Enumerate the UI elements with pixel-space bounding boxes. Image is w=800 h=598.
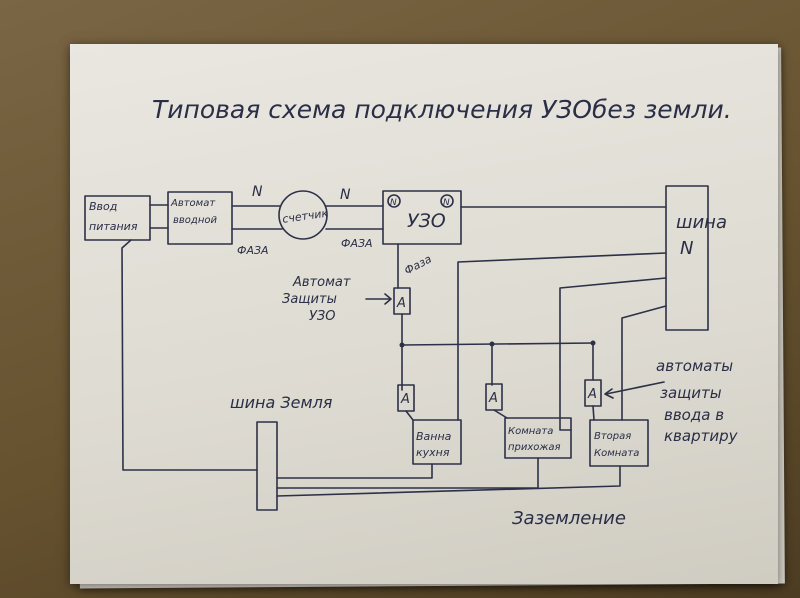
- rcd-n-right: N: [443, 198, 450, 208]
- bus-n-box: [665, 185, 709, 331]
- wire-ground-load-2: [276, 457, 539, 489]
- wire-bus-n-load-2: [559, 277, 667, 431]
- label-n-1: N: [252, 184, 263, 200]
- input-power-box: [84, 195, 151, 241]
- group-protection-label-2: защиты: [660, 384, 722, 402]
- rcd-n-left-circle: [387, 194, 401, 208]
- bus-n-label: шина: [676, 212, 727, 233]
- label-phase-1: ФАЗА: [237, 244, 269, 257]
- label-rcd-protection-1: Автомат: [292, 275, 351, 290]
- bus-n-label-2-line-1: N: [680, 238, 693, 259]
- rcd-n-left: N: [390, 198, 397, 208]
- load-2-label-2: прихожая: [508, 442, 561, 453]
- meter-circle: [278, 190, 328, 240]
- rcd-box: [382, 190, 462, 245]
- rcd-label: УЗО: [407, 210, 446, 232]
- arrow-group-protection: [605, 381, 665, 395]
- label-n-2: N: [340, 187, 351, 203]
- wire-ground-load-3: [276, 465, 621, 497]
- group-breaker-3-label: A: [587, 387, 597, 402]
- load-1-box: [412, 419, 462, 465]
- input-breaker-label-2-line-1: вводной: [173, 215, 217, 226]
- wire-ground-load-1: [276, 463, 433, 479]
- junction-dot-1: [399, 342, 405, 348]
- label-rcd-protection-3: УЗО: [309, 309, 336, 324]
- input-breaker-label: Автомат: [170, 198, 216, 209]
- arrow-group-protection-head: [604, 388, 614, 399]
- group-protection-label-1: автоматы: [656, 357, 733, 375]
- bus-ground-box: [256, 421, 278, 511]
- wire-breaker-2-load-2: [493, 409, 508, 419]
- bus-ground-label: шина Земля: [230, 393, 333, 412]
- load-3-box: [589, 419, 649, 467]
- load-3-label-1: Вторая: [594, 431, 631, 442]
- load-1-label-1: Ванна: [416, 430, 452, 443]
- load-3-label-2: Комната: [594, 448, 639, 459]
- wire-bus-n-load-3: [621, 305, 667, 421]
- input-power-label: Ввод: [89, 200, 117, 213]
- rcd-breaker-label: A: [396, 296, 406, 311]
- group-breaker-2-label: A: [488, 391, 498, 406]
- paper-sheet: [70, 44, 778, 584]
- label-phase-3: Фаза: [402, 252, 434, 277]
- group-protection-label-3: ввода в: [664, 406, 724, 424]
- group-breaker-1-label: A: [400, 392, 410, 407]
- meter-label: счетчик: [282, 207, 330, 226]
- label-rcd-protection-2: Защиты: [282, 292, 337, 307]
- grounding-label: Заземление: [512, 508, 626, 529]
- group-protection-label-4: квартиру: [664, 427, 739, 445]
- diagram-title: Типовая схема подключения УЗОбез земли.: [152, 95, 732, 124]
- wire-input-ground: [121, 239, 258, 471]
- arrow-rcd-protection-head: [384, 293, 392, 305]
- wire-phase-distribution: [401, 342, 595, 346]
- wire-breaker-3-load-3: [592, 405, 595, 421]
- wire-breaker-1-load-1: [405, 410, 414, 421]
- label-phase-2: ФАЗА: [341, 237, 373, 250]
- input-power-label-2-line-1: питания: [89, 220, 138, 233]
- input-breaker-box: [167, 191, 233, 245]
- rcd-n-right-circle: [440, 194, 454, 208]
- load-1-label-2: кухня: [416, 446, 450, 459]
- load-2-label-1: Комната: [508, 426, 553, 437]
- wire-bus-n-load-1: [457, 252, 667, 421]
